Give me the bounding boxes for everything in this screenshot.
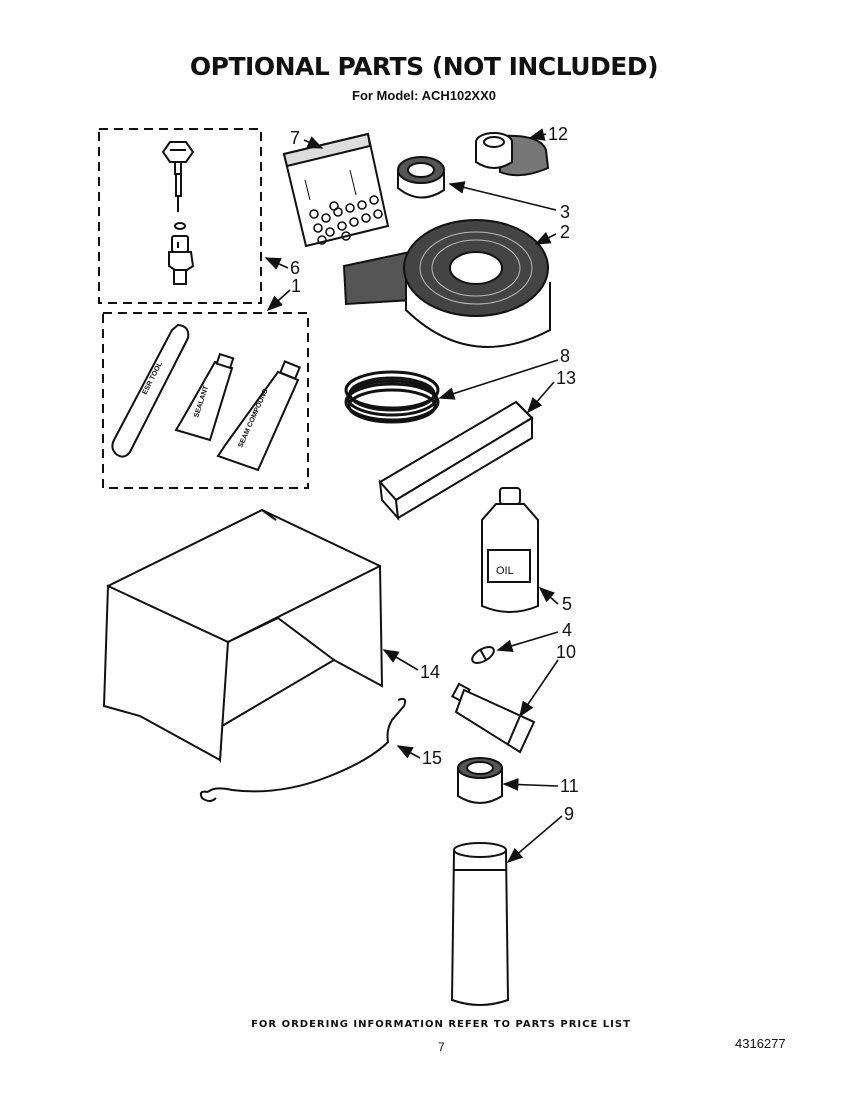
grommet-bag-part — [282, 132, 390, 248]
callout-12: 12 — [548, 124, 568, 144]
callout-1: 1 — [291, 276, 301, 296]
tool-stick-part: ESR TOOL — [111, 323, 190, 458]
callout-14: 14 — [420, 662, 440, 682]
insulation-roll-part — [342, 219, 551, 348]
page-title: OPTIONAL PARTS (NOT INCLUDED) — [189, 52, 659, 81]
small-tube-part — [451, 682, 536, 754]
callout-2: 2 — [560, 222, 570, 242]
foam-bar-part — [378, 400, 534, 522]
callout-11: 11 — [560, 776, 579, 796]
sealant-tube-part: SEALANT — [174, 352, 235, 442]
callout-6: 6 — [290, 258, 300, 278]
callout-5: 5 — [562, 594, 572, 614]
cover-part — [102, 508, 384, 764]
oil-bottle-part: OIL — [481, 487, 539, 613]
callout-13: 13 — [556, 368, 576, 388]
callout-4: 4 — [562, 620, 572, 640]
leader-lines — [264, 128, 563, 864]
group-box-6 — [98, 128, 262, 304]
valve-assembly-part — [161, 141, 195, 285]
group-box-1 — [102, 312, 309, 489]
page-number: 7 — [438, 1040, 445, 1054]
callout-3: 3 — [560, 202, 570, 222]
callout-7: 7 — [290, 128, 300, 148]
hooked-cord-part — [199, 697, 407, 802]
capsule-part — [471, 646, 495, 664]
bottle-label: OIL — [496, 565, 514, 577]
model-subtitle: For Model: ACH102XX0 — [352, 88, 496, 103]
seam-compound-tube-part: SEAM COMPOUND — [216, 360, 301, 472]
callout-15: 15 — [422, 748, 442, 768]
cord-coil-part — [344, 370, 440, 424]
callout-8: 8 — [560, 346, 570, 366]
document-number: 4316277 — [735, 1036, 786, 1051]
callout-10: 10 — [556, 642, 576, 662]
tape-roll-11-part — [457, 757, 503, 804]
tape-roll-12-part — [475, 132, 550, 177]
callout-9: 9 — [564, 804, 574, 824]
spray-can-part — [450, 842, 510, 1006]
foam-tape-roll-part — [397, 156, 445, 199]
ordering-note: FOR ORDERING INFORMATION REFER TO PARTS … — [251, 1019, 631, 1030]
